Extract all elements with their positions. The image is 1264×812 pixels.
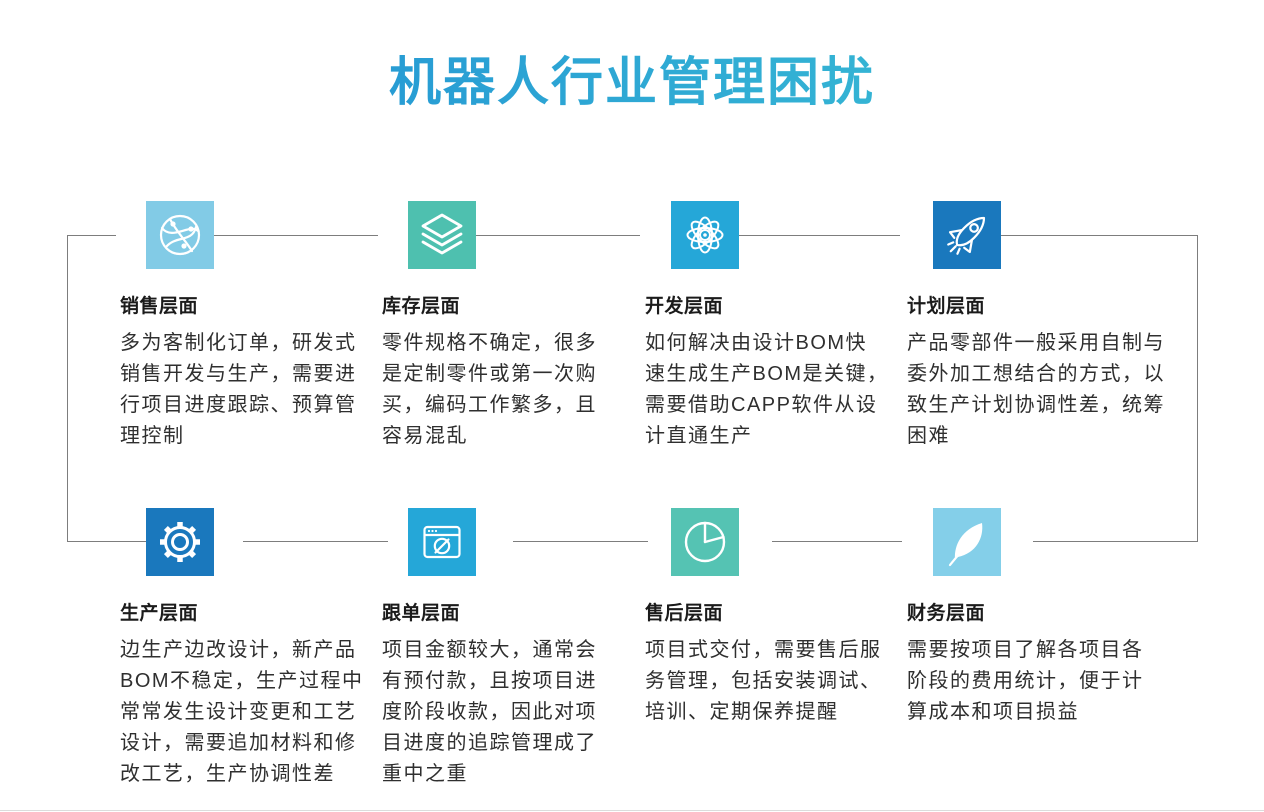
sales-icon-tile xyxy=(146,201,214,269)
page-title: 机器人行业管理困扰 xyxy=(0,40,1264,115)
connector-bottom-segment-1 xyxy=(67,541,146,542)
section-body: 如何解决由设计BOM快 速生成生产BOM是关键， 需要借助CAPP软件从设 计直… xyxy=(645,332,889,447)
development-icon-tile xyxy=(671,201,739,269)
connector-right-rail xyxy=(1197,235,1198,542)
section-title: 财务层面 xyxy=(907,603,986,624)
section-title: 跟单层面 xyxy=(382,603,461,624)
connector-bottom-segment-3 xyxy=(513,541,648,542)
connector-top-segment-5 xyxy=(1001,235,1198,236)
rocket-icon xyxy=(947,216,986,255)
section-production: 生产层面 边生产边改设计，新产品 BOM不稳定，生产过程中 常常发生设计变更和工… xyxy=(120,508,392,790)
section-after-sales: 售后层面 项目式交付，需要售后服 务管理，包括安装调试、 培训、定期保养提醒 xyxy=(645,508,917,728)
connector-bottom-segment-2 xyxy=(243,541,388,542)
section-body: 项目金额较大，通常会 有预付款，且按项目进 度阶段收款，因此对项 目进度的追踪管… xyxy=(382,639,597,785)
section-sales: 销售层面 多为客制化订单，研发式 销售开发与生产，需要进 行项目进度跟踪、预算管… xyxy=(120,201,392,452)
browser-compass-icon xyxy=(423,525,461,559)
connector-bottom-segment-4 xyxy=(772,541,902,542)
connector-top-segment-4 xyxy=(739,235,900,236)
connector-top-segment-3 xyxy=(476,235,640,236)
gear-icon xyxy=(160,522,200,562)
section-title: 计划层面 xyxy=(907,296,986,317)
layers-icon xyxy=(421,213,463,255)
section-order-tracking: 跟单层面 项目金额较大，通常会 有预付款，且按项目进 度阶段收款，因此对项 目进… xyxy=(382,508,654,790)
section-title: 库存层面 xyxy=(382,296,461,317)
section-title: 生产层面 xyxy=(120,603,199,624)
section-body: 项目式交付，需要售后服 务管理，包括安装调试、 培训、定期保养提醒 xyxy=(645,639,882,723)
section-body: 零件规格不确定，很多 是定制零件或第一次购 买，编码工作繁多，且 容易混乱 xyxy=(382,332,597,447)
after-sales-icon-tile xyxy=(671,508,739,576)
section-planning: 计划层面 产品零部件一般采用自制与 委外加工想结合的方式，以 致生产计划协调性差… xyxy=(907,201,1179,452)
connector-top-segment-1 xyxy=(67,235,116,236)
page-bottom-border xyxy=(0,810,1264,811)
section-title: 开发层面 xyxy=(645,296,724,317)
section-body: 需要按项目了解各项目各 阶段的费用统计，便于计 算成本和项目损益 xyxy=(907,639,1144,723)
inventory-icon-tile xyxy=(408,201,476,269)
section-title: 售后层面 xyxy=(645,603,724,624)
finance-icon-tile xyxy=(933,508,1001,576)
planning-icon-tile xyxy=(933,201,1001,269)
production-icon-tile xyxy=(146,508,214,576)
feather-icon xyxy=(948,523,983,567)
network-globe-icon xyxy=(159,214,201,256)
section-finance: 财务层面 需要按项目了解各项目各 阶段的费用统计，便于计 算成本和项目损益 xyxy=(907,508,1179,728)
connector-top-segment-2 xyxy=(214,235,378,236)
connector-left-rail xyxy=(67,235,68,542)
connector-bottom-segment-5 xyxy=(1033,541,1198,542)
section-body: 产品零部件一般采用自制与 委外加工想结合的方式，以 致生产计划协调性差，统筹 困… xyxy=(907,332,1165,447)
section-body: 边生产边改设计，新产品 BOM不稳定，生产过程中 常常发生设计变更和工艺 设计，… xyxy=(120,639,364,785)
pie-chart-icon xyxy=(684,521,726,563)
order-tracking-icon-tile xyxy=(408,508,476,576)
section-inventory: 库存层面 零件规格不确定，很多 是定制零件或第一次购 买，编码工作繁多，且 容易… xyxy=(382,201,654,452)
section-title: 销售层面 xyxy=(120,296,199,317)
section-development: 开发层面 如何解决由设计BOM快 速生成生产BOM是关键， 需要借助CAPP软件… xyxy=(645,201,917,452)
section-body: 多为客制化订单，研发式 销售开发与生产，需要进 行项目进度跟踪、预算管 理控制 xyxy=(120,332,357,447)
atom-icon xyxy=(686,216,724,254)
